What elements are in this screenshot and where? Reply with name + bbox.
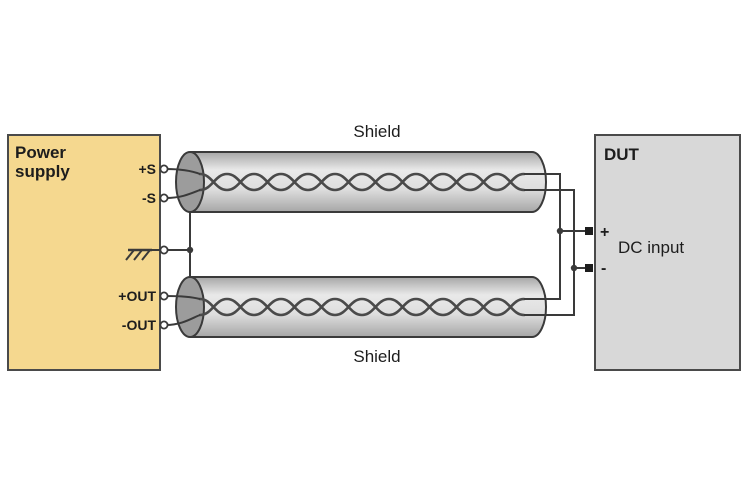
bottom-cable-end-cap xyxy=(175,276,205,338)
plus-junction-dot xyxy=(556,227,564,235)
top-cable-shield xyxy=(175,151,547,213)
power-supply-title-line1: Power xyxy=(15,143,66,162)
terminal-ground xyxy=(159,245,169,255)
dut-box xyxy=(594,134,741,371)
bottom-twisted-pair-wire-2 xyxy=(198,297,526,317)
top-cable-end-cap xyxy=(175,151,205,213)
ground-icon xyxy=(125,248,152,261)
minus-junction-dot xyxy=(570,264,578,272)
top-twisted-pair-wire-2 xyxy=(198,172,526,192)
negative-bus-wire xyxy=(524,189,575,316)
plus-s-label: +S xyxy=(138,161,156,177)
terminal-minus-s xyxy=(159,193,169,203)
plus-s-wire xyxy=(165,168,201,175)
dut-minus-terminal-dot xyxy=(585,264,593,272)
top-shield-label: Shield xyxy=(353,122,400,141)
bottom-cable-outline xyxy=(190,276,547,338)
dut-title: DUT xyxy=(604,145,640,164)
terminal-minus-out xyxy=(159,320,169,330)
minus-s-label: -S xyxy=(142,190,156,206)
top-twisted-pair-wire-1 xyxy=(198,172,526,192)
plus-out-label: +OUT xyxy=(118,288,156,304)
bottom-shield-label: Shield xyxy=(353,347,400,366)
bottom-cable-body xyxy=(190,277,546,337)
minus-out-label: -OUT xyxy=(122,317,157,333)
plus-out-wire xyxy=(165,295,201,300)
power-supply-title-line2: supply xyxy=(15,162,70,181)
terminal-plus-out xyxy=(159,291,169,301)
power-supply-box xyxy=(7,134,161,371)
bottom-cable-shield xyxy=(175,276,547,338)
minus-s-wire xyxy=(165,189,201,199)
dut-minus-label: - xyxy=(601,260,606,277)
dut-plus-label: + xyxy=(600,224,609,241)
top-cable-outline xyxy=(190,151,547,213)
minus-out-wire xyxy=(165,314,201,326)
top-cable-body xyxy=(190,152,546,212)
dut-plus-terminal-dot xyxy=(585,227,593,235)
terminal-plus-s xyxy=(159,164,169,174)
dc-input-label: DC input xyxy=(618,238,684,257)
bottom-twisted-pair-wire-1 xyxy=(198,297,526,317)
ground-junction-dot xyxy=(186,246,194,254)
positive-bus-wire xyxy=(524,173,561,300)
